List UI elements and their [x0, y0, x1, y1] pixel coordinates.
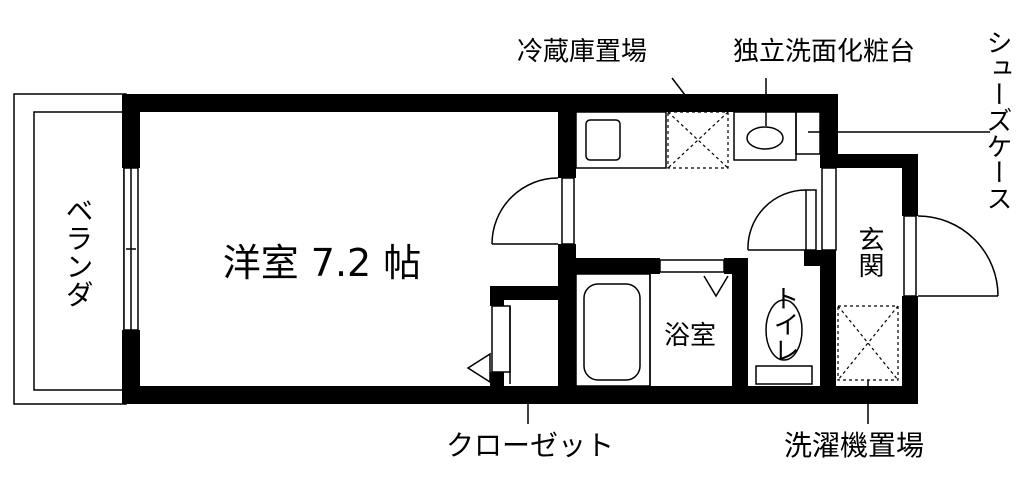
vanity-label: 独立洗面化粧台 — [733, 37, 915, 67]
kitchen-fixtures — [575, 111, 667, 169]
toilet-fixture — [755, 299, 813, 385]
veranda-window — [123, 167, 139, 331]
closet — [466, 305, 511, 384]
vanity — [733, 111, 797, 161]
closet-label: クローゼット — [446, 429, 614, 462]
washer-space — [837, 305, 899, 381]
entrance-label: 玄関 — [854, 226, 884, 278]
door-bathroom — [659, 259, 729, 298]
shoe-case-label: シューズケース — [982, 29, 1012, 211]
washer-space-label: 洗濯機置場 — [784, 429, 924, 462]
outer-walls — [122, 94, 918, 404]
bathtub — [575, 273, 651, 387]
toilet-label: トイレ — [769, 285, 799, 363]
fridge-space — [667, 111, 729, 169]
veranda-label: ベランダ — [62, 196, 95, 308]
shoe-case — [795, 111, 837, 251]
fridge-space-label: 冷蔵庫置場 — [517, 37, 647, 67]
door-western-room — [491, 177, 575, 245]
western-room-label: 洋室 7.2 帖 — [223, 241, 422, 285]
interior-walls — [490, 112, 836, 386]
bathroom-label: 浴室 — [664, 321, 716, 351]
door-toilet — [747, 189, 817, 251]
leader-lines — [527, 77, 990, 424]
door-entrance — [903, 215, 999, 297]
